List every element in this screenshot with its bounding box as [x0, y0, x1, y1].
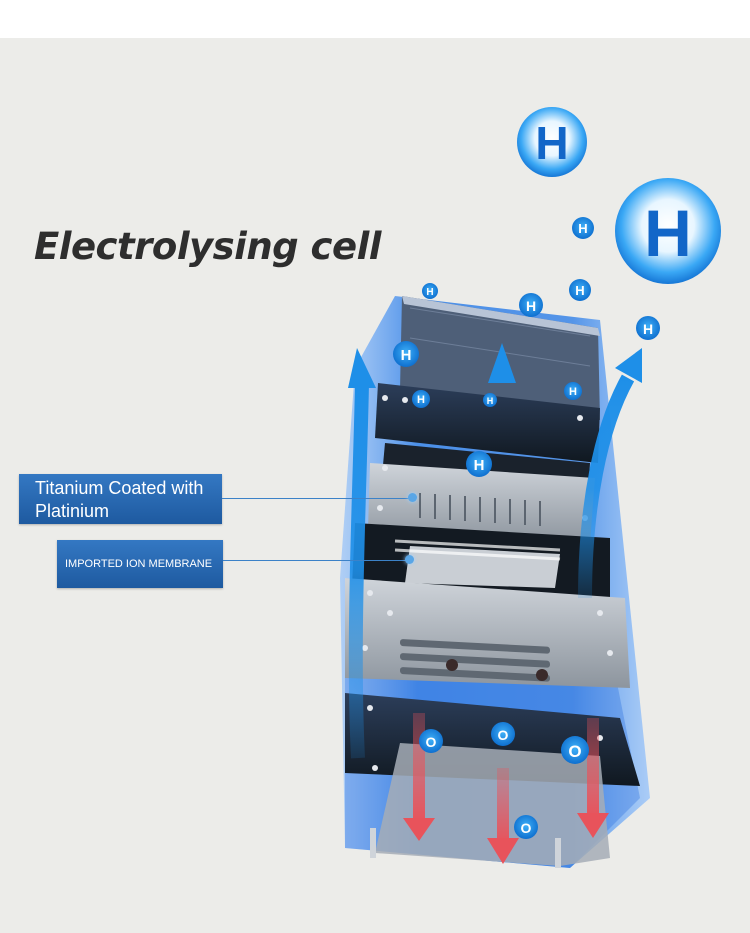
page-title: Electrolysing cell: [34, 225, 381, 268]
svg-text:H: H: [643, 321, 653, 337]
svg-text:H: H: [401, 347, 412, 364]
svg-text:O: O: [426, 734, 437, 750]
bipolar-plate: [375, 383, 600, 463]
svg-text:H: H: [417, 394, 425, 406]
ion-label: H: [644, 196, 692, 270]
hydrogen-ion-xlarge-icon: H: [615, 178, 721, 284]
hydrogen-ion-large-icon: H: [517, 107, 587, 177]
coated-electrode-plate: [368, 463, 595, 543]
svg-text:H: H: [575, 283, 584, 298]
callout-leader-line: [222, 498, 412, 499]
svg-text:H: H: [578, 221, 587, 236]
hydrogen-ion-small-icon: H H H H H H H H H H: [393, 217, 660, 477]
mounting-holes: [362, 395, 613, 771]
oxygen-ion-icon: O O O O: [419, 722, 589, 839]
svg-text:H: H: [569, 386, 577, 398]
svg-text:O: O: [498, 727, 509, 743]
callout-ion-membrane: IMPORTED ION MEMBRANE: [57, 540, 223, 588]
base-housing: [375, 743, 610, 866]
callout-marker: [405, 555, 414, 564]
svg-text:H: H: [426, 287, 433, 298]
electrolysing-cell-diagram: [340, 296, 650, 868]
callout-titanium-coating: Titanium Coated with Platinium: [19, 474, 222, 524]
product-illustration: H H H H H H H H H H H H O O O O Electrol…: [0, 38, 750, 933]
hydrogen-flow-arrows: [348, 343, 642, 759]
svg-text:H: H: [474, 457, 485, 474]
svg-text:H: H: [487, 396, 494, 406]
callout-leader-line: [223, 560, 409, 561]
ion-label: H: [535, 117, 568, 169]
flow-channels: [400, 639, 550, 682]
svg-text:O: O: [521, 820, 532, 836]
callout-marker: [408, 493, 417, 502]
svg-text:H: H: [526, 298, 536, 314]
svg-text:O: O: [568, 742, 581, 761]
ion-bubbles: H H H H H H H H H H H H O O O O: [393, 107, 721, 839]
